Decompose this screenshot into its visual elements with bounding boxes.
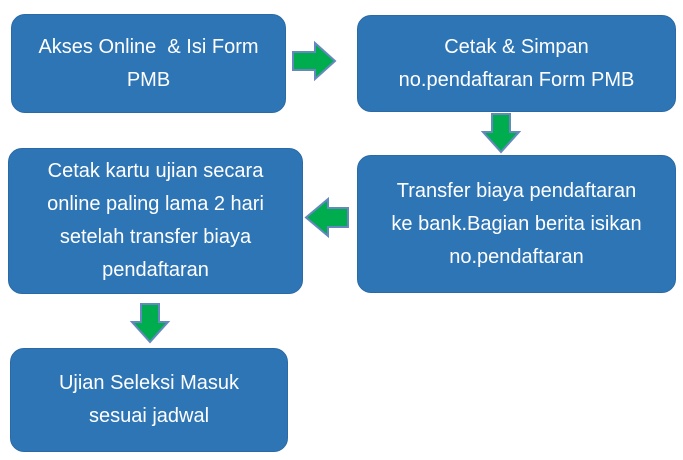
flow-step-transfer-biaya: Transfer biaya pendaftaran ke bank.Bagia… [357, 155, 676, 293]
flow-step-cetak-simpan: Cetak & Simpan no.pendaftaran Form PMB [357, 15, 676, 112]
flow-step-akses-online-label: Akses Online & Isi Form PMB [38, 35, 259, 91]
flow-step-ujian-seleksi-label: Ujian Seleksi Masuk sesuai jadwal [58, 372, 240, 427]
flow-step-akses-online: Akses Online & Isi Form PMB [11, 14, 286, 113]
flow-step-transfer-biaya-label: Transfer biaya pendaftaran ke bank.Bagia… [391, 179, 642, 268]
flow-step-cetak-kartu-label: Cetak kartu ujian secara online paling l… [47, 160, 264, 281]
flow-step-cetak-simpan-label: Cetak & Simpan no.pendaftaran Form PMB [398, 35, 635, 91]
flow-step-ujian-seleksi: Ujian Seleksi Masuk sesuai jadwal [10, 348, 288, 452]
arrow-down-icon [480, 113, 522, 154]
flow-step-cetak-kartu: Cetak kartu ujian secara online paling l… [8, 148, 303, 294]
arrow-left-icon [304, 196, 349, 239]
arrow-down-icon [129, 303, 171, 344]
arrow-right-icon [292, 40, 337, 82]
